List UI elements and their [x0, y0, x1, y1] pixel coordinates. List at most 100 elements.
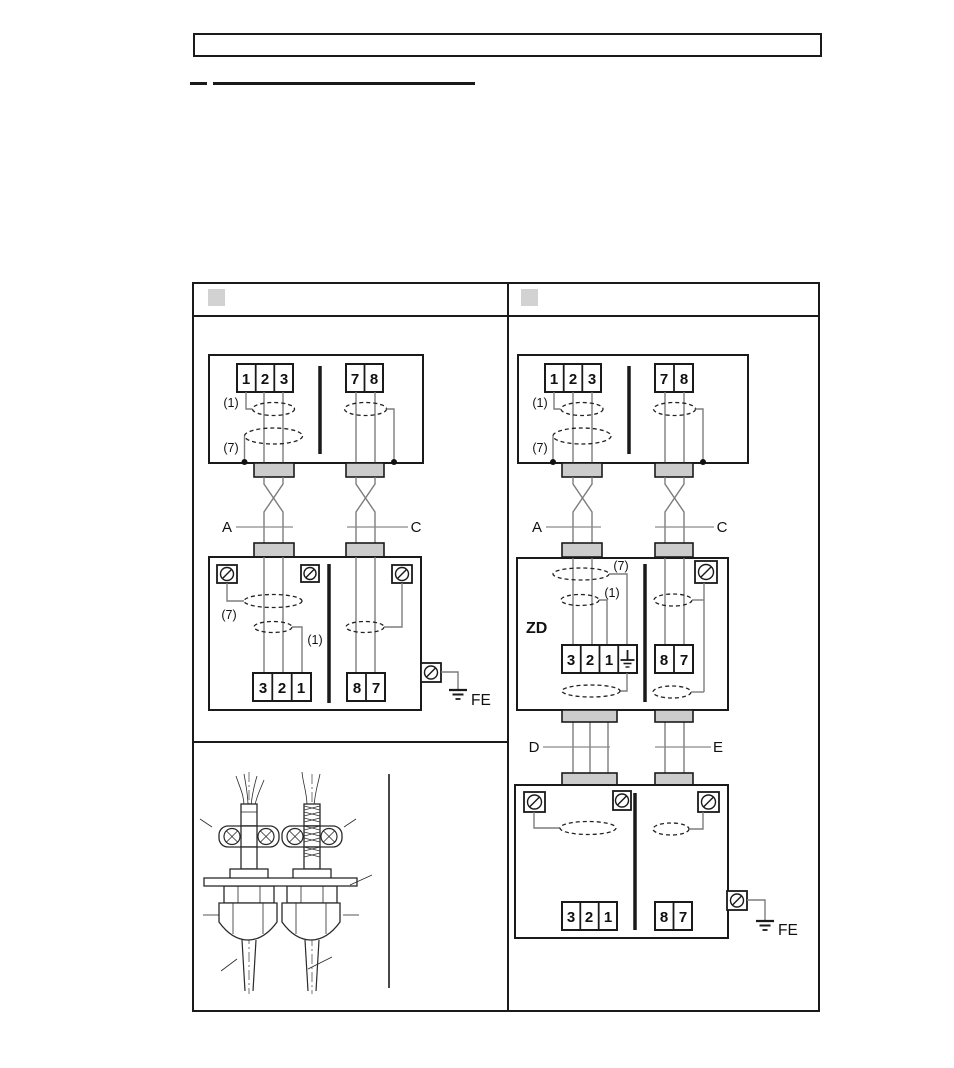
fe-clamp-icon — [726, 890, 748, 911]
connection-dot — [391, 459, 397, 465]
cable-d-label: D — [529, 739, 540, 756]
earth-shield-jumper — [620, 673, 628, 692]
header-marker-square-right — [521, 289, 538, 306]
cable-gland — [561, 709, 618, 723]
shield-ellipse — [243, 427, 304, 445]
terminal-block-321: 3 2 1 — [252, 672, 312, 702]
wire-strand — [254, 779, 265, 807]
header-marker-square-left — [208, 289, 225, 306]
crossover-wire — [572, 477, 593, 546]
cable-e-label: E — [713, 739, 723, 756]
cable-sleeve — [303, 803, 321, 827]
clamp-screw-icon — [320, 827, 338, 846]
cable-c-label: C — [411, 519, 422, 536]
cable-c-label: C — [717, 519, 728, 536]
wire-1-jumper — [599, 599, 608, 645]
connection-dot — [700, 459, 706, 465]
fe-wire — [441, 671, 459, 690]
gland-nut-upper — [223, 885, 275, 904]
cable-edge — [315, 939, 320, 992]
cable-gland — [561, 772, 618, 786]
clamp-screw-icon — [223, 827, 241, 846]
column-divider — [507, 284, 509, 1010]
terminal-label: 3 — [259, 680, 267, 697]
shield-ellipse — [560, 401, 604, 417]
leader-line — [343, 818, 357, 828]
cable-sleeve — [240, 803, 258, 827]
cable-sleeve — [240, 846, 258, 870]
shield-ellipse — [559, 820, 617, 836]
braid-hatch — [303, 825, 321, 843]
terminal-label: 1 — [550, 371, 558, 388]
shield-clamp-icon — [523, 791, 546, 813]
wire-1-label: (1) — [532, 396, 547, 410]
terminal-label: 1 — [242, 371, 250, 388]
fe-clamp-icon — [420, 662, 442, 683]
cable-d-e-section: D E — [529, 739, 723, 786]
left-column-row-divider — [194, 741, 507, 743]
gland-nut-upper — [286, 885, 338, 904]
shield-clamp-icon — [300, 564, 320, 583]
heading-rule-short — [190, 82, 207, 85]
wire-1-jumper — [292, 626, 303, 673]
terminal-label: 3 — [280, 371, 288, 388]
connection-dot — [550, 459, 556, 465]
left-bottom-device-box: (7) (1) 3 2 1 8 7 — [208, 556, 491, 711]
shield-ellipse — [552, 427, 612, 445]
terminal-block-87: 8 7 — [654, 644, 694, 674]
wire-strand — [235, 775, 245, 807]
fe-ground-icon — [756, 919, 774, 931]
fe-wire — [747, 899, 766, 921]
braid-hatch — [303, 846, 321, 858]
cable-gland — [561, 542, 603, 558]
shield-jumper — [609, 573, 628, 645]
cable-gland — [345, 462, 385, 478]
terminal-label: 7 — [351, 371, 359, 388]
crossover-wire — [355, 477, 376, 546]
clamp-screw-icon — [257, 827, 275, 846]
terminal-block-87: 8 7 — [654, 901, 693, 931]
wire-strand — [243, 773, 249, 807]
cable-gland — [253, 542, 295, 558]
terminal-label: 8 — [660, 909, 668, 926]
shield-ellipse — [243, 593, 303, 609]
terminal-label: 1 — [605, 652, 613, 669]
terminal-label: 1 — [604, 909, 612, 926]
cable-edge — [304, 939, 309, 992]
shield-7-label: (7) — [532, 441, 547, 455]
heading-rule-long — [213, 82, 475, 85]
shield-clamp-wire — [533, 812, 560, 829]
terminal-label: 1 — [297, 680, 305, 697]
zd-barrier-box: ZD (7) (1) 3 2 1 — [516, 557, 729, 723]
cable-edge — [241, 939, 246, 992]
mounting-plate — [203, 877, 358, 887]
cable-gland — [654, 542, 694, 558]
fe-label: FE — [778, 922, 798, 939]
shield-drain-wire — [386, 408, 395, 462]
shield-7-label: (7) — [223, 441, 238, 455]
terminal-label: 7 — [372, 680, 380, 697]
cable-gland — [345, 542, 385, 558]
figure-table — [192, 282, 820, 1012]
right-bottom-device-box: 3 2 1 8 7 FE — [514, 784, 798, 939]
gland-nut-lower — [218, 902, 278, 941]
terminal-block-321-earth: 3 2 1 — [561, 644, 638, 674]
crossover-wire — [263, 477, 284, 546]
cable-gland — [253, 462, 295, 478]
cable-gland — [654, 709, 694, 723]
terminal-label: 2 — [261, 371, 269, 388]
shield-clamp-icon — [612, 790, 632, 811]
shield-clamp-icon — [697, 791, 720, 813]
shield-7-label: (7) — [221, 608, 236, 622]
wire-strand — [301, 771, 308, 807]
crossover-wire — [664, 477, 685, 546]
fe-label: FE — [471, 692, 491, 709]
wire-1-label: (1) — [307, 633, 322, 647]
leader-line — [307, 956, 333, 970]
cable-crossover-section: A C — [222, 477, 422, 558]
cable-gland — [561, 462, 603, 478]
cable-edge — [252, 939, 257, 992]
leader-line — [199, 818, 213, 828]
terminal-label: 2 — [278, 680, 286, 697]
